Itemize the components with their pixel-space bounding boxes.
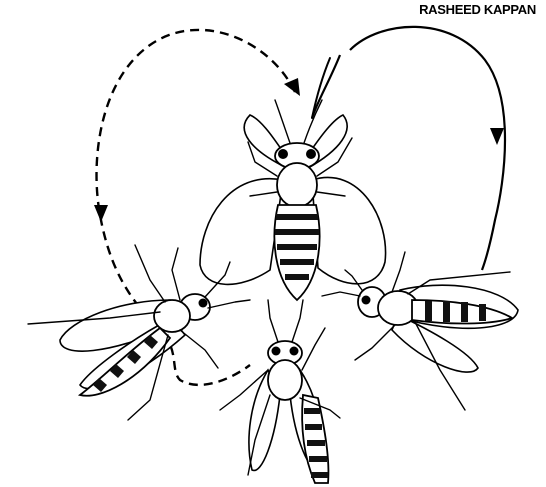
solid-arrowhead-right bbox=[490, 128, 504, 145]
wasp-right bbox=[322, 252, 518, 410]
wasp-top bbox=[200, 58, 386, 300]
dashed-arrowhead-left bbox=[94, 205, 108, 222]
dashed-arrowhead-top bbox=[284, 78, 300, 96]
wasp-bottom bbox=[220, 300, 340, 483]
